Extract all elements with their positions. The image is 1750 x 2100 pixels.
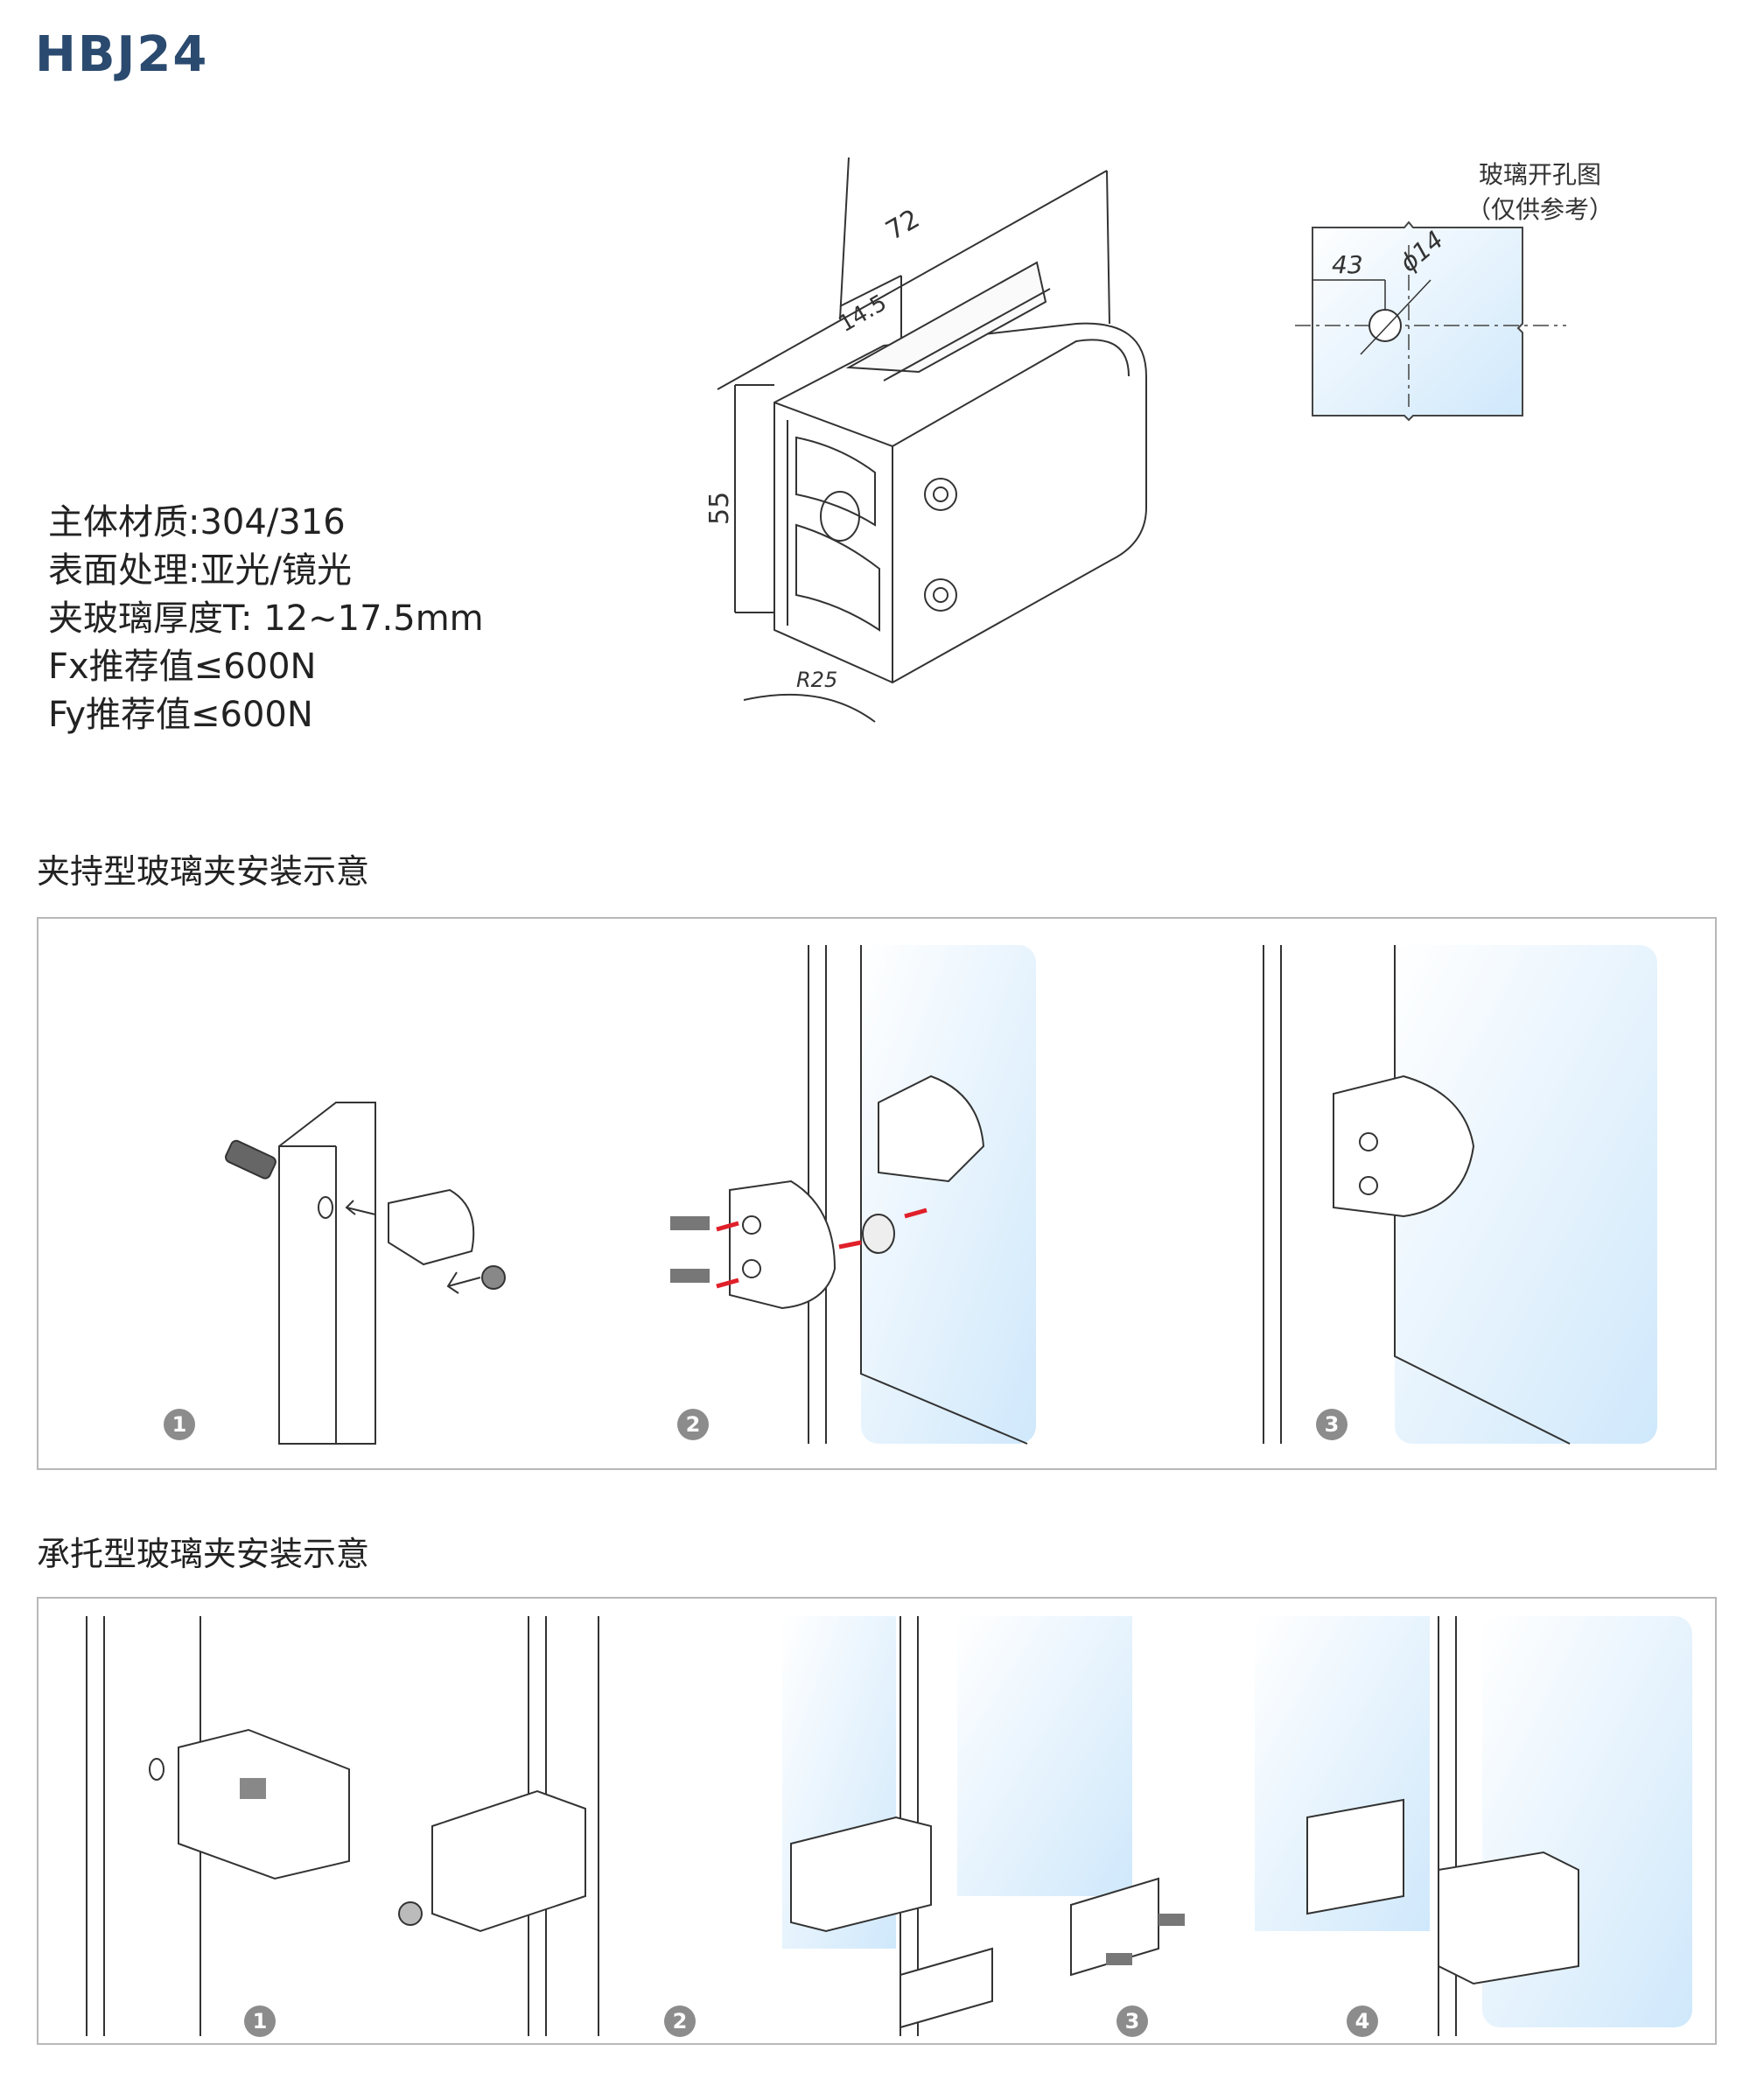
hole-caption-note: （仅供参考） (1466, 195, 1614, 224)
glass-hole-diagram: 43 ϕ14 (1295, 220, 1566, 422)
section2-step-4: 4 (1347, 2006, 1378, 2037)
section2-panel: 1 2 3 4 (37, 1597, 1717, 2045)
dim-length: 72 (881, 204, 926, 247)
spec-fx: Fx推荐值≤600N (48, 647, 317, 687)
section1-panel: 1 2 3 (37, 917, 1717, 1470)
section2-step-1: 1 (244, 2006, 276, 2037)
model-code: HBJ24 (35, 26, 209, 83)
spec-material: 主体材质:304/316 (48, 502, 346, 542)
section1-title: 夹持型玻璃夹安装示意 (37, 852, 370, 891)
dim-radius: R25 (796, 668, 837, 692)
hole-caption-title: 玻璃开孔图 (1478, 160, 1601, 189)
dim-hole-offset: 43 (1332, 250, 1363, 279)
dim-height: 55 (704, 492, 735, 525)
spec-glass-thickness: 夹玻璃厚度T: 12~17.5mm (48, 598, 484, 639)
spec-fy: Fy推荐值≤600N (48, 695, 313, 735)
section1-illustration (225, 945, 1657, 1445)
clamp-technical-drawing: 72 14.5 55 R25 (704, 158, 1147, 723)
spec-finish: 表面处理:亚光/镜光 (48, 550, 352, 591)
section2-step-3: 3 (1116, 2006, 1148, 2037)
section2-step-2: 2 (664, 2006, 696, 2037)
section1-step-2: 2 (677, 1409, 709, 1440)
section2-title: 承托型玻璃夹安装示意 (37, 1535, 370, 1573)
hole-diagram-caption: 玻璃开孔图 （仅供参考） (1452, 158, 1628, 228)
section2-illustration (86, 1616, 1692, 2036)
spec-list: 主体材质:304/316 表面处理:亚光/镜光 夹玻璃厚度T: 12~17.5m… (48, 499, 484, 739)
section1-step-1: 1 (164, 1409, 195, 1440)
section1-step-3: 3 (1316, 1409, 1348, 1440)
